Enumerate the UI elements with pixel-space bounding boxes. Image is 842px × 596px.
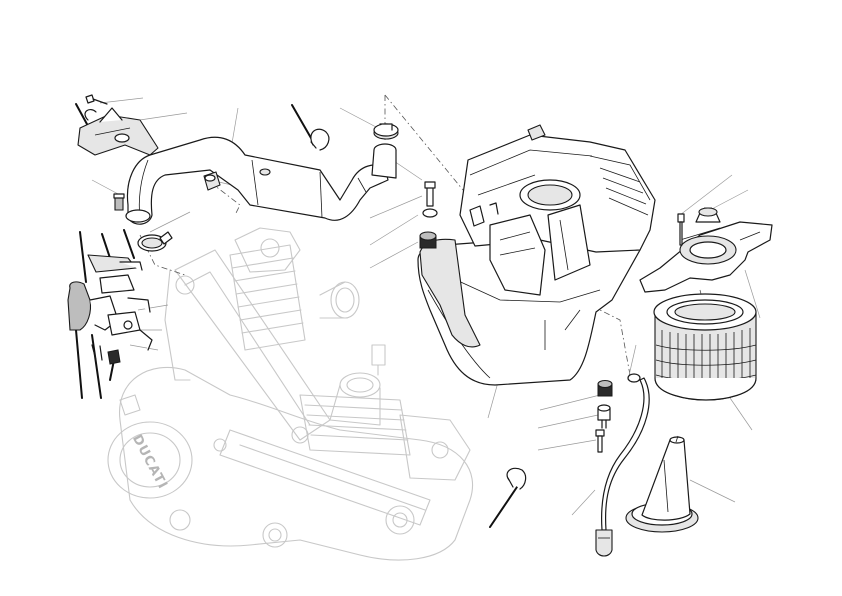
upper-bracket-assembly xyxy=(77,94,159,156)
filter-nut xyxy=(695,207,721,223)
airbox-screw-lower xyxy=(595,429,605,453)
drain-hose xyxy=(595,373,650,557)
airbox-bolt-top xyxy=(422,181,438,218)
reference-pointers xyxy=(75,103,518,528)
spring-clip xyxy=(310,128,330,151)
rubber-grommet-left xyxy=(419,231,437,249)
horizontal-cylinder-fins xyxy=(299,394,411,456)
filter-cover-plate xyxy=(639,221,773,293)
hose-fitting-small xyxy=(203,171,221,191)
small-bolt-left xyxy=(113,193,125,211)
filter-stud-bolt xyxy=(677,213,685,246)
throttle-sensor-bracket xyxy=(67,254,153,365)
engine-ghost-outline: DUCATI xyxy=(107,227,474,561)
intake-funnel xyxy=(625,435,699,533)
hose-clamp-lower xyxy=(137,231,173,252)
spacer-bushing xyxy=(597,404,611,429)
retaining-clip-bottom xyxy=(506,467,527,490)
breather-hose xyxy=(125,136,397,225)
rubber-grommet-right xyxy=(597,379,613,397)
cylinder-fins xyxy=(229,244,306,351)
air-filter-element xyxy=(653,293,757,401)
hose-clamp-upper xyxy=(373,123,399,140)
airbox xyxy=(417,124,656,386)
